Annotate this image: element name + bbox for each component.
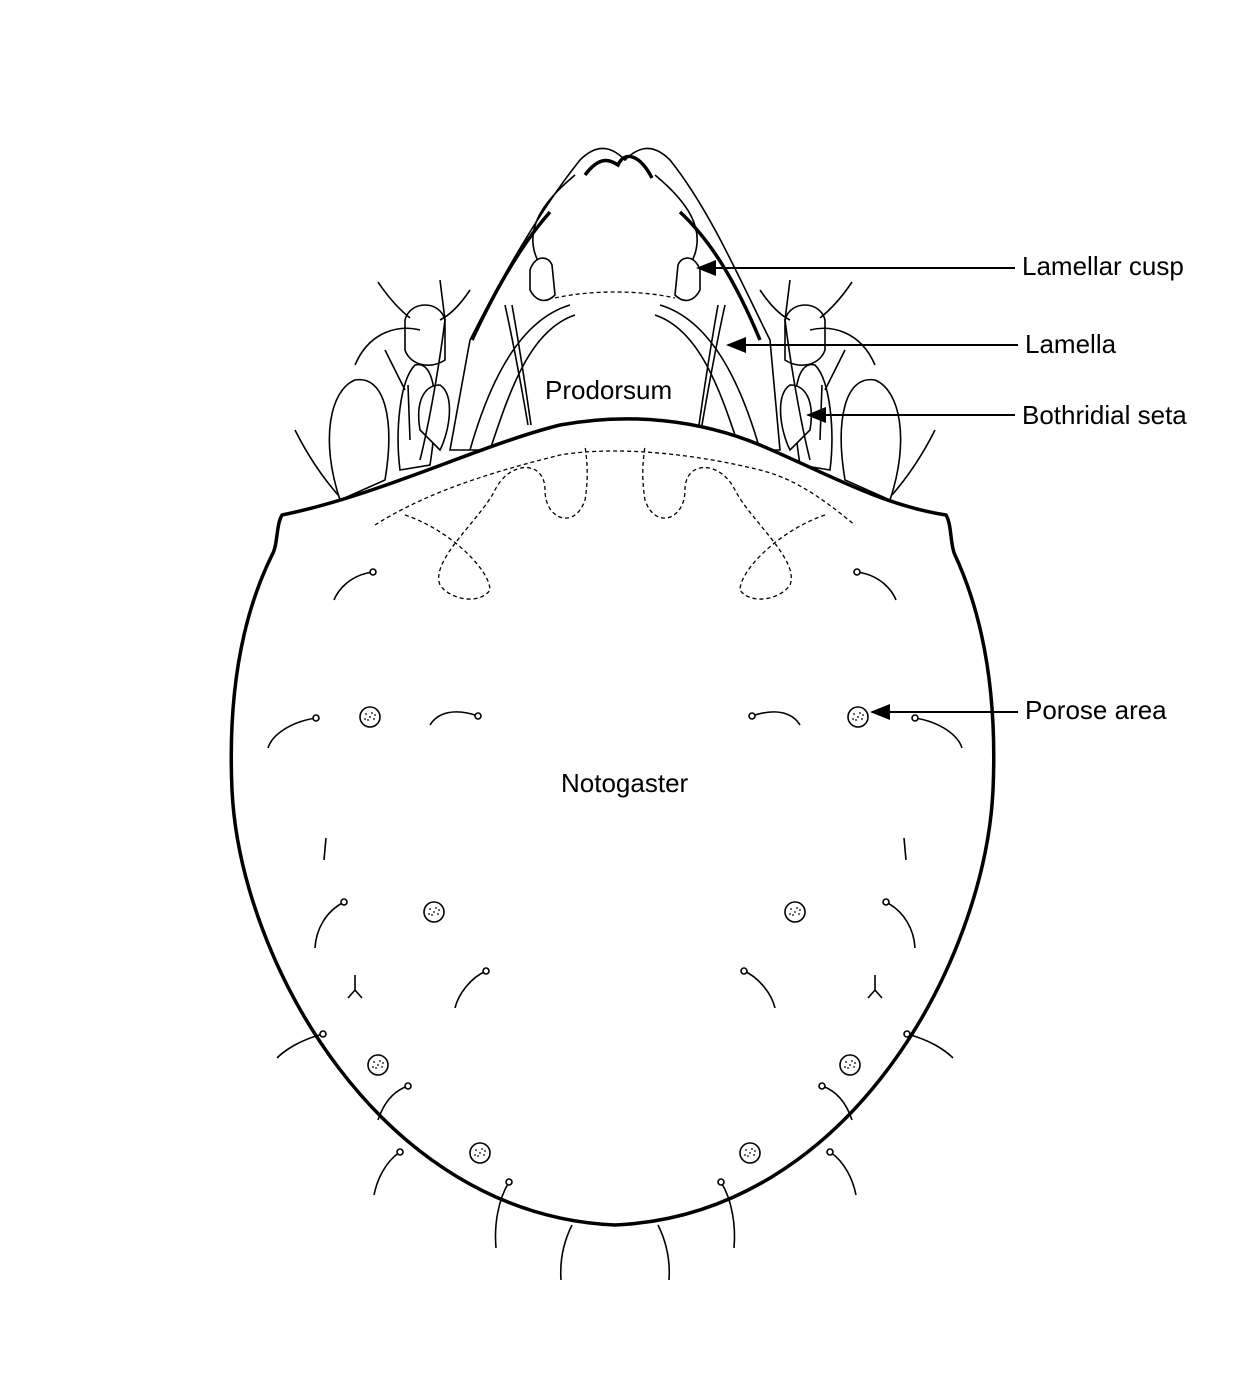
legs-left xyxy=(294,281,471,502)
seta-insertion xyxy=(319,1030,327,1038)
seta xyxy=(821,1085,853,1121)
porose-areas xyxy=(359,706,869,1164)
porose-area xyxy=(784,901,806,923)
seta-insertion xyxy=(312,714,320,722)
notogaster-outline xyxy=(229,417,996,1227)
seta-insertion xyxy=(903,1030,911,1038)
seta xyxy=(867,975,883,999)
notogastral-setae xyxy=(267,568,963,1281)
seta xyxy=(856,571,897,601)
bothridial-seta-left xyxy=(419,279,446,461)
seta xyxy=(829,1151,857,1196)
porose-area xyxy=(359,706,381,728)
label-notogaster: Notogaster xyxy=(561,768,689,798)
seta-insertion xyxy=(396,1148,404,1156)
seta-insertion xyxy=(911,714,919,722)
seta-insertion xyxy=(826,1148,834,1156)
seta xyxy=(377,1085,409,1121)
seta-insertion xyxy=(853,568,861,576)
seta-insertion xyxy=(404,1082,412,1090)
porose-area xyxy=(739,1142,761,1164)
seta-insertion xyxy=(882,898,890,906)
seta-insertion xyxy=(369,568,377,576)
seta-insertion xyxy=(748,712,756,720)
interlamellar-seta-right xyxy=(701,304,726,426)
lamellar-cusp-left xyxy=(529,257,556,302)
porose-area xyxy=(367,1054,389,1076)
porose-area xyxy=(847,706,869,728)
seta xyxy=(347,975,363,999)
lamellar-cusp-right xyxy=(674,257,701,302)
seta-insertion xyxy=(818,1082,826,1090)
seta xyxy=(373,1151,401,1196)
seta-insertion xyxy=(717,1178,725,1186)
label-lamellar-cusp: Lamellar cusp xyxy=(1022,251,1184,281)
label-lamella: Lamella xyxy=(1025,329,1117,359)
seta xyxy=(885,901,916,949)
seta xyxy=(454,970,487,1009)
label-bothridial-seta: Bothridial seta xyxy=(1022,400,1187,430)
seta xyxy=(559,1224,573,1281)
seta xyxy=(903,837,907,861)
porose-area xyxy=(839,1054,861,1076)
seta-insertion xyxy=(505,1178,513,1186)
seta xyxy=(743,970,776,1009)
seta xyxy=(276,1033,324,1059)
seta-insertion xyxy=(740,967,748,975)
seta xyxy=(906,1033,954,1059)
seta xyxy=(914,717,963,749)
porose-area xyxy=(469,1142,491,1164)
prodorsum-outline xyxy=(419,147,811,461)
seta xyxy=(494,1181,510,1249)
seta xyxy=(323,837,327,861)
seta xyxy=(429,711,479,726)
seta xyxy=(267,717,317,749)
label-porose-area: Porose area xyxy=(1025,695,1167,725)
seta xyxy=(751,711,801,726)
seta xyxy=(333,571,374,601)
seta-insertion xyxy=(482,967,490,975)
seta xyxy=(657,1224,671,1281)
seta xyxy=(314,901,345,949)
seta-insertion xyxy=(340,898,348,906)
label-prodorsum: Prodorsum xyxy=(545,375,673,405)
interlamellar-seta-left xyxy=(504,304,529,426)
porose-area xyxy=(423,901,445,923)
seta-insertion xyxy=(474,712,482,720)
seta xyxy=(720,1181,736,1249)
